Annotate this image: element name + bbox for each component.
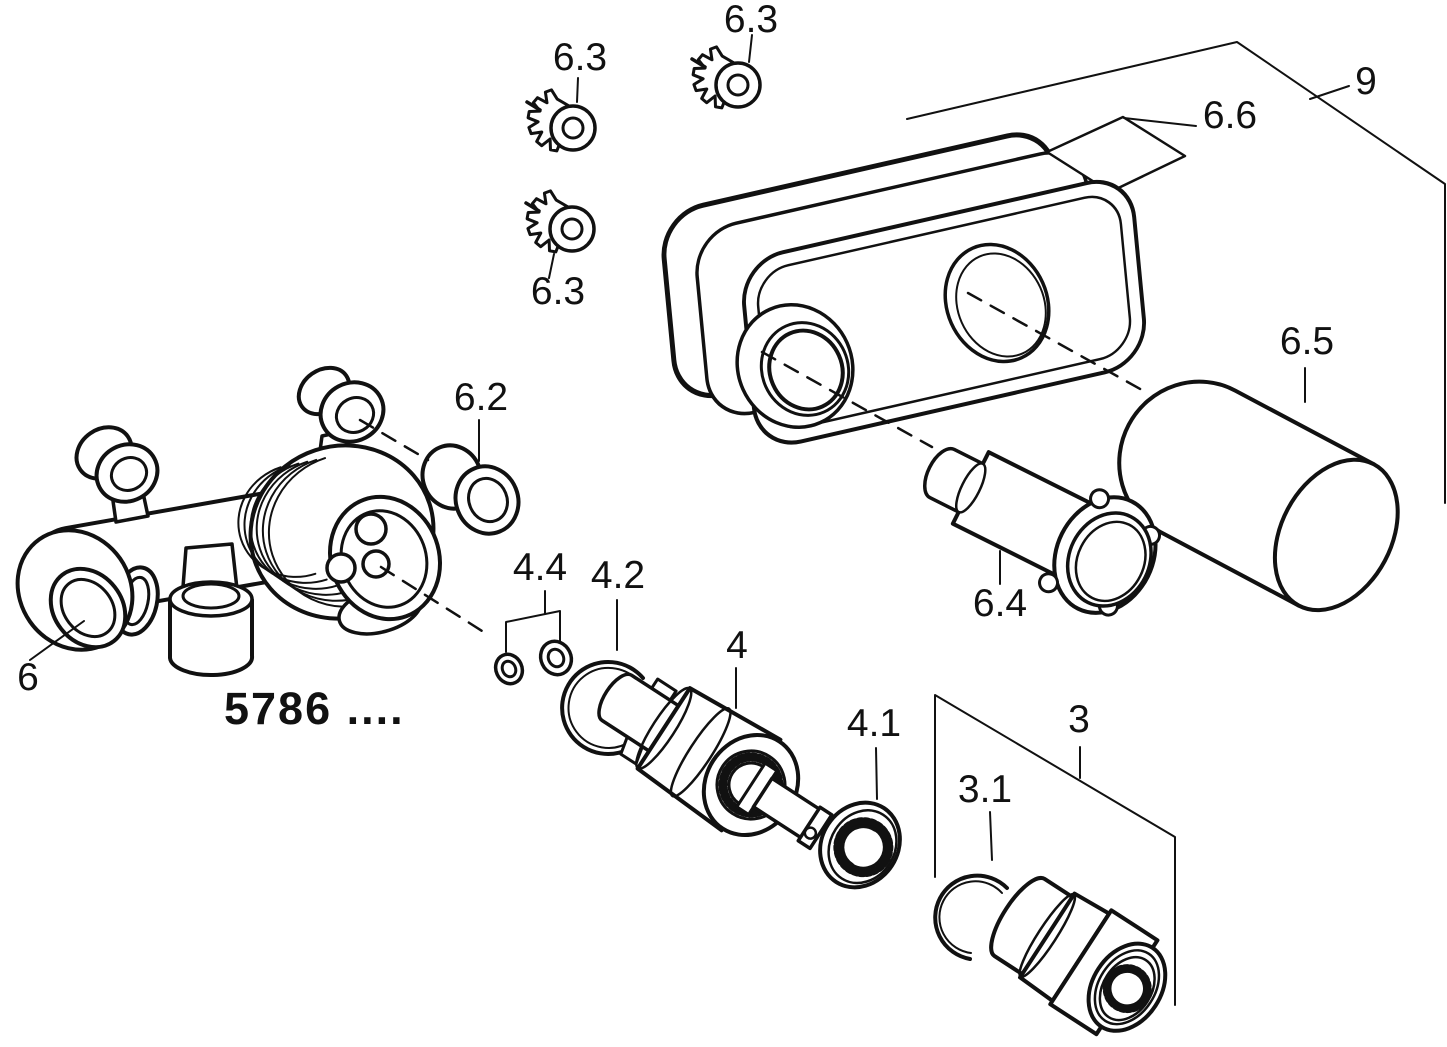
plate-right-hole xyxy=(943,242,1051,364)
part-label-6-5: 6.5 xyxy=(1279,320,1335,363)
cartridge-4 xyxy=(597,667,834,851)
part-label-6-4: 6.4 xyxy=(972,582,1028,625)
valve-body-6 xyxy=(15,365,442,678)
plate-left-hole xyxy=(735,303,855,429)
part-label-6: 6 xyxy=(17,656,39,699)
handle-6-5 xyxy=(1117,367,1400,613)
snap-ring-3-1 xyxy=(933,811,1009,961)
adapter-6-4 xyxy=(923,446,1162,617)
escutcheon-plates xyxy=(661,115,1197,445)
part-label-9: 9 xyxy=(1355,60,1377,103)
o-rings-4-4 xyxy=(493,590,574,686)
leader-3-1 xyxy=(989,811,993,861)
part-label-4-4: 4.4 xyxy=(512,546,568,589)
connector-group-3 xyxy=(933,694,1176,1037)
leader-6 xyxy=(29,620,85,661)
part-label-3-1: 3.1 xyxy=(957,768,1013,811)
threads xyxy=(237,457,374,608)
body-threaded-housing xyxy=(237,443,442,636)
part-label-6-2: 6.2 xyxy=(453,376,509,419)
leader-6-3-upper-right xyxy=(748,34,753,63)
leader-6-6 xyxy=(1123,117,1197,127)
ring-nut-4-1 xyxy=(818,747,902,890)
spline-cap-6-3-lower xyxy=(524,189,596,279)
leader-6-3-lower xyxy=(548,253,555,279)
bracket-4-4 xyxy=(505,610,561,653)
leader-4-1 xyxy=(875,747,878,800)
connector-3 xyxy=(989,875,1168,1037)
part-label-4: 4 xyxy=(726,624,748,667)
gasket-tab-6-6 xyxy=(1045,115,1197,194)
model-number: 5786 .... xyxy=(224,683,405,734)
group-3-bracket xyxy=(934,694,1176,1006)
body-bottom-port xyxy=(168,542,255,678)
part-label-4-2: 4.2 xyxy=(590,554,646,597)
part-label-3: 3 xyxy=(1068,698,1090,741)
spline-cap-6-3-upper-right xyxy=(690,34,762,110)
leader-6-3-top xyxy=(576,77,579,103)
leader-9 xyxy=(1309,85,1350,100)
circlip-4-2 xyxy=(560,599,645,756)
bushing-6-2 xyxy=(420,419,521,536)
part-label-6-6: 6.6 xyxy=(1202,94,1258,137)
part-label-6-3-top: 6.3 xyxy=(552,36,608,79)
part-label-6-3-upper-right: 6.3 xyxy=(723,0,779,41)
group-9-bracket xyxy=(906,41,1446,504)
spline-cap-6-3-top xyxy=(525,77,597,153)
body-top-left-port xyxy=(74,425,160,524)
body-left-outlet xyxy=(15,528,135,652)
center-axis-lines xyxy=(358,291,1144,638)
part-label-4-1: 4.1 xyxy=(846,702,902,745)
part-label-6-3-lower: 6.3 xyxy=(530,270,586,313)
